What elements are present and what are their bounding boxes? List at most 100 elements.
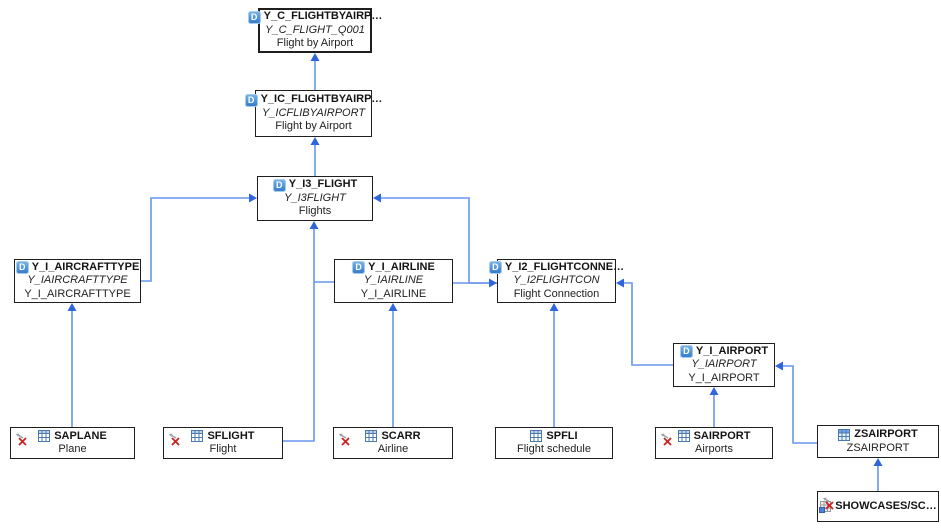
cds-view-icon: D — [488, 261, 502, 274]
node-technical-name: Y_I2FLIGHTCON — [513, 274, 600, 287]
node-description: Flights — [298, 205, 332, 218]
node-description: Y_I_AIRLINE — [360, 287, 427, 300]
node-technical-name: Y_C_FLIGHT_Q001 — [265, 23, 365, 36]
cds-view-icon: D — [272, 178, 286, 192]
node-title: Y_I_AIRCRAFTTYPE — [31, 260, 140, 273]
arrowhead-up — [310, 137, 320, 145]
table-icon — [191, 430, 204, 443]
connector-yi2-to-yi3 — [380, 197, 497, 284]
node-description: Flight schedule — [517, 443, 591, 455]
arrowhead-up — [709, 387, 719, 395]
error-red-x-icon — [167, 432, 181, 446]
cds-view-icon: D — [679, 345, 693, 358]
node-title: SAPLANE — [54, 429, 107, 442]
cds-view-icon: D — [15, 261, 29, 274]
node-title-row: D Y_I_AIRPORT — [679, 344, 769, 359]
node-y-i-aircrafttype[interactable]: D Y_I_AIRCRAFTTYPE Y_IAIRCRAFTTYPE Y_I_A… — [14, 259, 141, 303]
node-title: SAIRPORT — [693, 429, 751, 442]
arrowhead-up — [67, 303, 77, 311]
node-title-row: SAIRPORT — [677, 429, 751, 444]
node-saplane[interactable]: SAPLANE Plane — [10, 427, 135, 459]
node-sairport[interactable]: SAIRPORT Airports — [655, 427, 773, 459]
node-spfli[interactable]: SPFLI Flight schedule — [495, 427, 613, 459]
node-scarr[interactable]: SCARR Airline — [333, 427, 453, 459]
node-title-row: D Y_IC_FLIGHTBYAIRP… — [244, 93, 383, 107]
node-title-row: D Y_I3_FLIGHT — [272, 178, 358, 192]
node-description: Y_I_AIRPORT — [688, 371, 760, 384]
error-red-x-icon — [821, 496, 835, 510]
node-title-row: SAPLANE — [38, 430, 107, 444]
node-description: Y_I_AIRCRAFTTYPE — [24, 287, 131, 300]
node-title-row: D Y_I_AIRCRAFTTYPE — [15, 260, 140, 275]
node-sflight[interactable]: SFLIGHT Flight — [163, 427, 283, 459]
node-technical-name: Y_IAIRCRAFTTYPE — [27, 274, 128, 287]
node-description: Airports — [695, 443, 733, 455]
node-y-i-airport[interactable]: D Y_I_AIRPORT Y_IAIRPORT Y_I_AIRPORT — [673, 343, 775, 387]
node-y-c-flightbyairport[interactable]: D Y_C_FLIGHTBYAIRP… Y_C_FLIGHT_Q001 Flig… — [247, 8, 382, 53]
node-zsairport[interactable]: ZSAIRPORT ZSAIRPORT — [817, 425, 939, 458]
node-y-i-airline[interactable]: D Y_I_AIRLINE Y_IAIRLINE Y_I_AIRLINE — [334, 259, 453, 303]
arrowhead-up — [310, 53, 320, 61]
connector-sflight-to-yi3 — [283, 228, 315, 442]
table-icon — [365, 430, 378, 443]
node-technical-name: Y_IAIRLINE — [363, 274, 424, 287]
connector-airport-to-yi2 — [623, 282, 673, 366]
node-description: Flight by Airport — [276, 37, 354, 50]
node-y-ic-flightbyairport[interactable]: D Y_IC_FLIGHTBYAIRP… Y_ICFLIBYAIRPORT Fl… — [244, 90, 382, 137]
node-description: ZSAIRPORT — [846, 441, 910, 454]
arrowhead-left — [775, 361, 783, 371]
node-description: Flight by Airport — [275, 120, 352, 133]
cds-view-icon: D — [244, 93, 258, 107]
arrowhead-left — [373, 193, 381, 203]
node-y-i2-flightconnection[interactable]: D Y_I2_FLIGHTCONNE… Y_I2FLIGHTCON Flight… — [488, 259, 624, 303]
table-icon — [38, 430, 51, 443]
node-technical-name: Y_IAIRPORT — [691, 358, 757, 371]
connector-zsairport-to-airport — [782, 365, 817, 444]
connector-aircrafttype-to-yi3 — [141, 197, 250, 282]
view-table-icon — [838, 428, 851, 441]
node-y-i3-flight[interactable]: D Y_I3_FLIGHT Y_I3FLIGHT Flights — [257, 176, 373, 221]
node-title: SCARR — [381, 429, 421, 442]
node-title-row: D Y_I_AIRLINE — [352, 261, 435, 275]
node-description: Flight — [209, 443, 237, 455]
node-title: Y_I_AIRPORT — [695, 344, 769, 357]
table-icon — [677, 430, 690, 443]
error-red-x-icon — [659, 432, 673, 446]
table-icon — [530, 430, 543, 443]
node-title: Y_IC_FLIGHTBYAIRP… — [260, 93, 383, 106]
node-technical-name: Y_I3FLIGHT — [284, 191, 346, 204]
node-title-row: SCARR — [365, 429, 421, 444]
error-red-x-icon — [337, 432, 351, 446]
ddl-source-icon — [819, 500, 832, 513]
arrowhead-right — [489, 278, 497, 288]
node-title: Y_C_FLIGHTBYAIRP… — [263, 10, 383, 23]
cds-view-icon: D — [352, 261, 366, 274]
arrowhead-up — [388, 303, 398, 311]
node-title: Y_I3_FLIGHT — [288, 178, 358, 191]
node-title: Y_I2_FLIGHTCONNE… — [504, 260, 625, 273]
node-title-row: SFLIGHT — [191, 429, 255, 444]
node-title-row: SPFLI — [530, 430, 578, 444]
node-title: ZSAIRPORT — [854, 428, 918, 440]
node-showcases[interactable]: SHOWCASES/SC… — [817, 491, 939, 522]
arrowhead-up — [873, 458, 883, 466]
node-title: SFLIGHT — [207, 429, 255, 442]
arrowhead-right — [249, 193, 257, 203]
node-description: Flight Connection — [513, 287, 600, 300]
node-title: Y_I_AIRLINE — [368, 260, 435, 273]
node-title: SHOWCASES/SC… — [835, 499, 937, 512]
arrowhead-up — [309, 221, 319, 229]
node-title-row: ZSAIRPORT — [838, 428, 918, 442]
arrowhead-up — [549, 303, 559, 311]
node-title-row: D Y_I2_FLIGHTCONNE… — [488, 260, 625, 275]
node-title-row: D Y_C_FLIGHTBYAIRP… — [247, 10, 383, 24]
cds-view-icon: D — [247, 10, 261, 24]
node-technical-name: Y_ICFLIBYAIRPORT — [261, 106, 366, 119]
arrowhead-left — [616, 278, 624, 288]
node-description: Plane — [58, 443, 87, 455]
node-description: Airline — [377, 443, 409, 455]
error-red-x-icon — [14, 432, 28, 446]
node-title-row: SHOWCASES/SC… — [819, 499, 937, 514]
